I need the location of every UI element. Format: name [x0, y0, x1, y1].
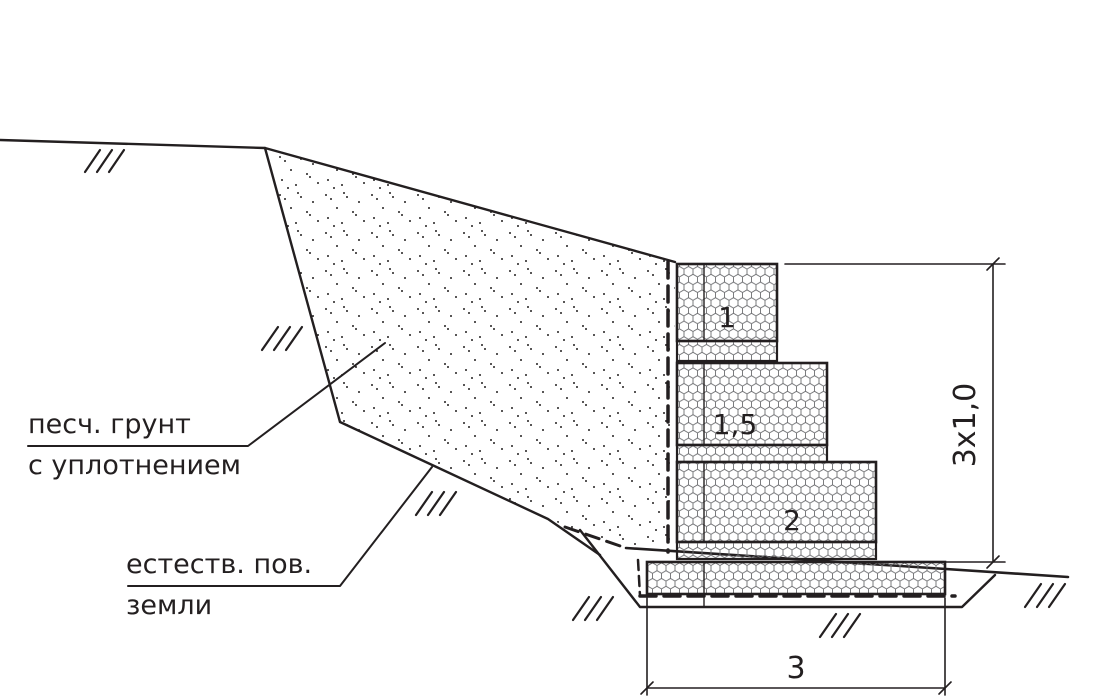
natural-surface-label-line2: земли	[126, 590, 212, 621]
excavation-boundary	[263, 146, 602, 557]
sand-backfill	[265, 148, 675, 555]
ground-hatch-marks	[83, 148, 1067, 639]
trench-outline	[578, 528, 997, 609]
gabion-tier-3-lid	[675, 540, 878, 561]
height-dimension	[784, 257, 1006, 569]
excavation-dashed	[563, 525, 628, 550]
gabion-tier-2-lid	[675, 443, 829, 464]
height-label: 3x1,0	[948, 383, 983, 468]
gabion-tier-2-label: 1,5	[713, 408, 758, 441]
leader-natural-surface	[127, 466, 433, 587]
gabion-tier-3-label: 2	[783, 504, 801, 537]
gabion-tier-3	[675, 460, 878, 544]
gabion-tier-1-lid	[675, 339, 779, 363]
gabion-tier-1-label: 1	[718, 301, 736, 334]
base-width-dimension	[640, 597, 952, 696]
natural-surface-label-line1: естеств. пов.	[126, 549, 312, 580]
gabion-base-mattress	[645, 560, 947, 596]
leader-fill-soil	[27, 342, 386, 447]
base-width-label: 3	[786, 651, 805, 686]
fill-soil-label-line2: с уплотнением	[28, 450, 241, 481]
fill-soil-label-line1: песч. грунт	[28, 409, 191, 440]
geotextile-left	[636, 558, 642, 598]
